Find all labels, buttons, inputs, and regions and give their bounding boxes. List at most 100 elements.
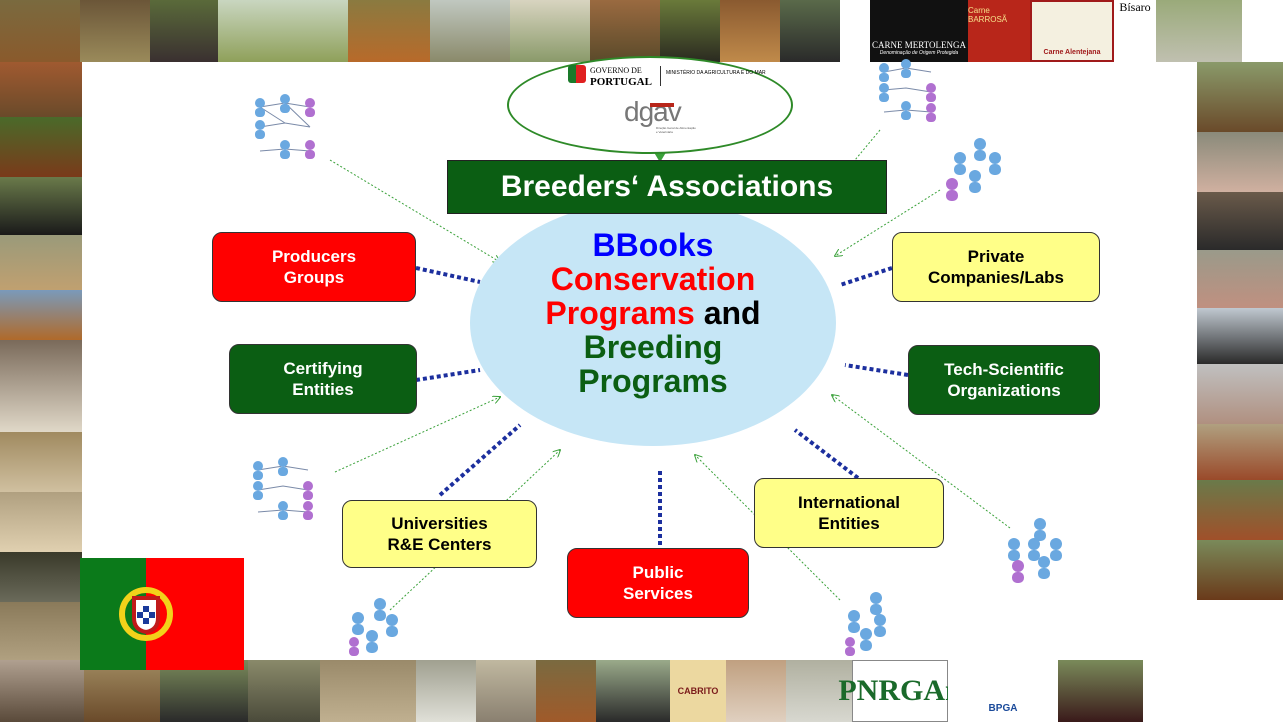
influence-arrow bbox=[329, 159, 500, 262]
and-label: and bbox=[694, 295, 761, 331]
mertolenga-label: CARNE MERTOLENGA bbox=[871, 40, 967, 50]
goats-photo bbox=[430, 0, 510, 62]
people-network-icon bbox=[946, 138, 1001, 201]
influence-arrow bbox=[832, 395, 1011, 529]
dgav-accent bbox=[650, 103, 674, 107]
horse-photo bbox=[1197, 364, 1283, 424]
cattle-photo bbox=[84, 660, 160, 722]
portugal-flag-icon bbox=[80, 558, 244, 670]
cabrito-logo: CABRITO bbox=[670, 660, 726, 722]
cabrito-label: CABRITO bbox=[677, 686, 719, 696]
people-network-icon bbox=[253, 457, 313, 520]
bpga-label: BPGA bbox=[988, 703, 1018, 714]
pnrgan-logo: PNRGAn bbox=[838, 660, 962, 722]
cow-photo bbox=[720, 0, 780, 62]
cow-photo bbox=[348, 0, 430, 62]
cow-photo bbox=[1197, 540, 1283, 600]
left-photo-strip bbox=[0, 62, 82, 660]
alentejana-label: Carne Alentejana bbox=[1043, 49, 1101, 56]
people-network-icon bbox=[879, 59, 936, 122]
cattle-photo bbox=[80, 0, 150, 62]
international-entities-node: International Entities bbox=[754, 478, 944, 548]
pig-photo bbox=[1197, 250, 1283, 308]
bpga-logo: BPGA bbox=[948, 660, 1058, 722]
carne-barrosa-logo: Carne BARROSÃ bbox=[968, 0, 1030, 62]
sheep-photo bbox=[786, 660, 852, 722]
sheep-photo bbox=[476, 660, 536, 722]
cattle-photo bbox=[590, 0, 660, 62]
pig-photo bbox=[1197, 192, 1283, 250]
right-photo-strip bbox=[1197, 62, 1283, 660]
horse-photo bbox=[1156, 0, 1242, 62]
mertolenga-sub: Denominação de Origem Protegida bbox=[879, 50, 959, 56]
sheep-photo bbox=[0, 492, 82, 552]
universities-node: Universities R&E Centers bbox=[342, 500, 537, 568]
breeding-label: Breeding bbox=[583, 329, 723, 365]
breeding-programs-label: Programs bbox=[578, 363, 728, 399]
people-network-icon bbox=[1008, 518, 1062, 583]
top-photo-strip: CARNE MERTOLENGA Denominação de Origem P… bbox=[0, 0, 1283, 62]
people-network-icon bbox=[845, 592, 886, 656]
dgav-logo: dgav bbox=[624, 96, 682, 127]
blank-tile bbox=[840, 0, 870, 62]
private-companies-node: Private Companies/Labs bbox=[892, 232, 1100, 302]
cattle-photo bbox=[0, 0, 80, 62]
cow-photo bbox=[726, 660, 786, 722]
pig-photo bbox=[1197, 132, 1283, 192]
bull-photo bbox=[160, 660, 248, 722]
barrosa-label: Carne BARROSÃ bbox=[968, 6, 1008, 24]
dotted-connector bbox=[793, 428, 860, 480]
programs-label: Programs bbox=[545, 295, 695, 331]
goat-photo bbox=[0, 340, 82, 432]
sheep-photo bbox=[150, 0, 218, 62]
cow-photo bbox=[0, 290, 82, 340]
governo-label: GOVERNO DE bbox=[590, 66, 642, 75]
influence-arrow bbox=[835, 189, 941, 256]
sheep-photo bbox=[0, 432, 82, 492]
cow-photo bbox=[1197, 480, 1283, 540]
donkey-photo bbox=[0, 660, 84, 722]
bull-photo bbox=[1197, 308, 1283, 364]
bbooks-label: BBooks bbox=[592, 227, 714, 263]
cow-photo bbox=[660, 0, 720, 62]
dotted-connector bbox=[438, 423, 522, 497]
sheep-photo bbox=[510, 0, 590, 62]
sheep-flock-photo bbox=[320, 660, 416, 722]
people-network-icon bbox=[255, 94, 315, 159]
goats-photo bbox=[248, 660, 320, 722]
cattle-photo bbox=[0, 235, 82, 290]
sheep-photo bbox=[416, 660, 476, 722]
dotted-connector bbox=[415, 266, 481, 284]
sheep-field-photo bbox=[218, 0, 348, 62]
dotted-connector bbox=[415, 368, 481, 382]
certifying-entities-node: Certifying Entities bbox=[229, 344, 417, 414]
central-ellipse bbox=[470, 200, 836, 446]
bull-photo bbox=[1058, 660, 1143, 722]
tech-scientific-node: Tech-Scientific Organizations bbox=[908, 345, 1100, 415]
breeders-associations-title: Breeders‘ Associations bbox=[447, 160, 887, 214]
programs-and-line: Programs and bbox=[470, 296, 836, 330]
chicken-photo bbox=[0, 552, 82, 602]
portugal-label: PORTUGAL bbox=[590, 76, 652, 88]
carne-alentejana-logo: Carne Alentejana bbox=[1030, 0, 1114, 62]
bisaro-logo: Bísaro bbox=[1114, 0, 1156, 62]
people-network-icon bbox=[349, 598, 398, 656]
dotted-connector bbox=[844, 363, 909, 377]
producers-groups-node: Producers Groups bbox=[212, 232, 416, 302]
portugal-emblem-icon bbox=[568, 65, 586, 83]
horse-photo bbox=[780, 0, 840, 62]
dgav-subtitle: Direção Geral de Alimentação e Veterinár… bbox=[656, 126, 696, 134]
carne-mertolenga-logo: CARNE MERTOLENGA Denominação de Origem P… bbox=[870, 0, 968, 62]
cattle-photo bbox=[1197, 424, 1283, 480]
conservation-label: Conservation bbox=[550, 261, 756, 297]
horse-photo bbox=[1197, 62, 1283, 132]
bisaro-label: Bísaro bbox=[1119, 0, 1151, 14]
pnrgan-label: PNRGAn bbox=[838, 674, 962, 707]
buffalo-photo bbox=[596, 660, 670, 722]
bull-photo bbox=[0, 177, 82, 235]
ministerio-label: MINISTÉRIO DA AGRICULTURA E DO MAR bbox=[666, 70, 766, 76]
dotted-connector bbox=[839, 266, 893, 287]
chicken-photo bbox=[0, 602, 82, 660]
logo-divider bbox=[660, 66, 661, 86]
central-text: BBooks Conservation Programs and Breedin… bbox=[470, 228, 836, 398]
